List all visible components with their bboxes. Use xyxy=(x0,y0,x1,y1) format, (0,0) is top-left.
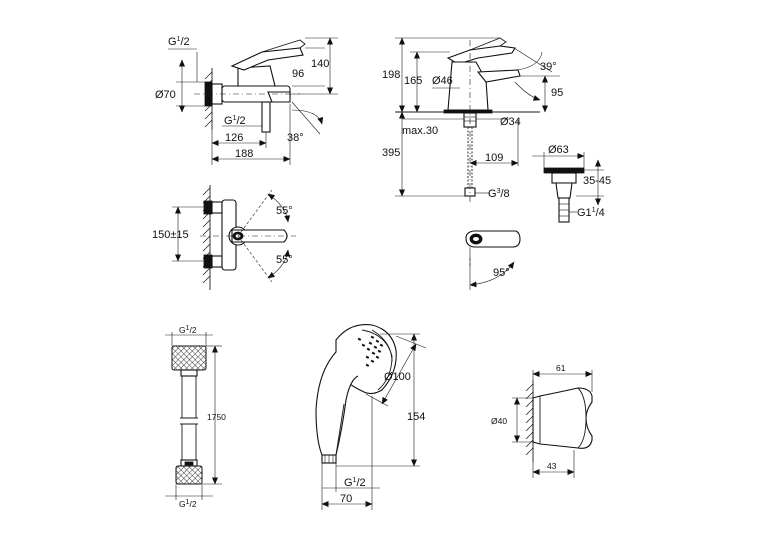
svg-text:G1/2: G1/2 xyxy=(179,325,197,335)
svg-text:G11/4: G11/4 xyxy=(577,207,605,219)
bath-height-96: 96 xyxy=(292,68,304,80)
basin-max-30: max.30 xyxy=(402,125,438,137)
waste-dia-63: Ø63 xyxy=(548,144,569,156)
handle-angle-95: 95° xyxy=(493,267,510,279)
holder-width-61: 61 xyxy=(556,363,566,373)
svg-text:G1/2: G1/2 xyxy=(224,115,246,127)
basin-reach-109: 109 xyxy=(485,152,503,164)
bath-height-140: 140 xyxy=(311,58,329,70)
svg-text:G3/8: G3/8 xyxy=(488,188,510,200)
shower-hose: G1/2 1750 G1/2 xyxy=(165,325,226,509)
svg-text:G1/2: G1/2 xyxy=(168,36,190,48)
waste-range: 35-45 xyxy=(583,175,611,187)
bath-escutcheon-dia: Ø70 xyxy=(155,89,176,101)
bath-spout-thread: G xyxy=(224,115,233,127)
waste-thread: G1 xyxy=(577,207,592,219)
bath-front-centers: 150±15 xyxy=(152,229,189,241)
basin-angle-39: 39° xyxy=(540,61,557,73)
basin-height-165: 165 xyxy=(404,75,422,87)
svg-text:G1/2: G1/2 xyxy=(344,477,366,489)
bath-width-188: 188 xyxy=(235,148,253,160)
shower-head-dia: Ø100 xyxy=(384,371,411,383)
holder-dia-40: Ø40 xyxy=(491,416,507,426)
basin-hose-thread: G xyxy=(488,188,497,200)
holder-depth-43: 43 xyxy=(547,461,557,471)
bath-mixer-front-view: 55° 55° 150±15 xyxy=(152,185,296,290)
shower-height-154: 154 xyxy=(407,411,425,423)
bath-front-angle-up: 55° xyxy=(276,205,293,217)
hose-bottom-thread: G xyxy=(179,499,186,509)
shower-thread: G xyxy=(344,477,353,489)
hose-length: 1750 xyxy=(207,412,226,422)
shower-width-70: 70 xyxy=(340,493,352,505)
basin-mixer-side-view: 198 165 Ø46 39° 95 max.30 Ø34 395 109 G3… xyxy=(382,37,563,205)
wall-holder: 61 Ø40 43 xyxy=(491,363,593,478)
basin-hose-395: 395 xyxy=(382,147,400,159)
basin-spout-95: 95 xyxy=(551,87,563,99)
hose-top-thread: G xyxy=(179,325,186,335)
bath-angle-38: 38° xyxy=(287,132,304,144)
basin-base-dia: Ø34 xyxy=(500,116,521,128)
svg-text:G1/2: G1/2 xyxy=(179,499,197,509)
pop-up-waste: Ø63 35-45 G11/4 xyxy=(532,144,611,223)
basin-handle-top-view: 95° xyxy=(465,230,521,290)
bath-reach-126: 126 xyxy=(225,132,243,144)
basin-body-dia: Ø46 xyxy=(432,75,453,87)
bath-front-angle-down: 55° xyxy=(276,254,293,266)
bath-mixer-side-view: G1/2 Ø70 140 96 G1/2 38° 126 188 xyxy=(155,36,338,165)
bath-inlet-thread: G xyxy=(168,36,177,48)
basin-height-198: 198 xyxy=(382,69,400,81)
hand-shower: Ø100 154 G1/2 70 xyxy=(315,324,427,510)
